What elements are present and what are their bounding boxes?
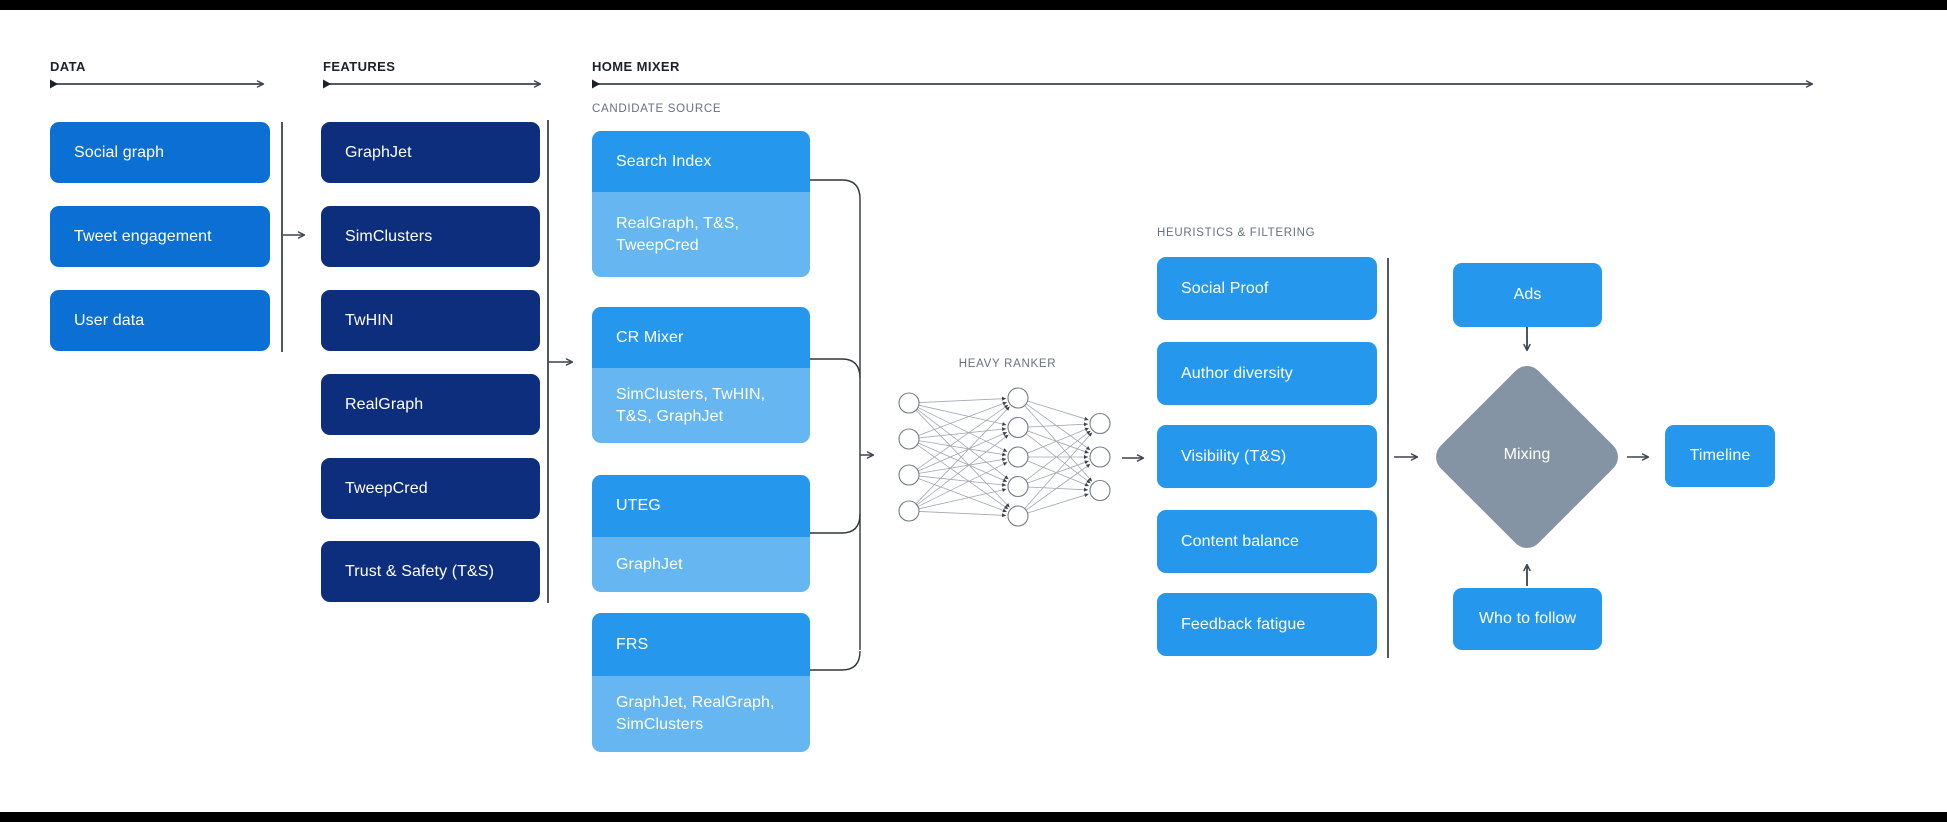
candidate-group-cr-mixer: CR Mixer SimClusters, TwHIN, T&S, GraphJ…: [592, 307, 810, 443]
stub-uteg: [810, 513, 861, 534]
candidate-uteg-sub: GraphJet: [592, 537, 810, 592]
node-social-proof: Social Proof: [1157, 257, 1377, 320]
section-title-features: FEATURES: [323, 59, 396, 74]
bottom-letterbox-bar: [0, 812, 1947, 822]
stub-search-index: [810, 179, 861, 200]
node-timeline: Timeline: [1665, 425, 1775, 487]
node-user-data: User data: [50, 290, 270, 351]
node-content-balance: Content balance: [1157, 510, 1377, 573]
candidate-group-search-index: Search Index RealGraph, T&S, TweepCred: [592, 131, 810, 277]
candidate-search-index: Search Index: [592, 131, 810, 192]
candidate-merge-wires: [810, 179, 861, 671]
stub-frs: [810, 650, 861, 671]
candidate-cr-mixer: CR Mixer: [592, 307, 810, 368]
candidate-frs-sub: GraphJet, RealGraph, SimClusters: [592, 676, 810, 752]
section-title-home-mixer: HOME MIXER: [592, 59, 680, 74]
node-author-diversity: Author diversity: [1157, 342, 1377, 405]
label-heuristics-filtering: HEURISTICS & FILTERING: [1157, 227, 1316, 239]
node-graphjet: GraphJet: [321, 122, 540, 183]
candidate-search-index-sub: RealGraph, T&S, TweepCred: [592, 192, 810, 277]
node-simclusters: SimClusters: [321, 206, 540, 267]
node-tweet-engagement: Tweet engagement: [50, 206, 270, 267]
node-visibility: Visibility (T&S): [1157, 425, 1377, 488]
node-twhin: TwHIN: [321, 290, 540, 351]
node-realgraph: RealGraph: [321, 374, 540, 435]
candidate-uteg: UTEG: [592, 475, 810, 537]
label-candidate-source: CANDIDATE SOURCE: [592, 103, 722, 115]
label-heavy-ranker: HEAVY RANKER: [958, 358, 1057, 370]
node-tweepcred: TweepCred: [321, 458, 540, 519]
node-feedback-fatigue: Feedback fatigue: [1157, 593, 1377, 656]
candidate-frs: FRS: [592, 613, 810, 676]
heavy-ranker-network: [898, 387, 1111, 527]
candidate-cr-mixer-sub: SimClusters, TwHIN, T&S, GraphJet: [592, 368, 810, 443]
mixing-diamond-label: Mixing: [1503, 446, 1551, 463]
node-who-to-follow: Who to follow: [1453, 588, 1602, 650]
node-social-graph: Social graph: [50, 122, 270, 183]
section-title-data: DATA: [50, 59, 86, 74]
candidate-group-frs: FRS GraphJet, RealGraph, SimClusters: [592, 613, 810, 752]
node-trust-safety: Trust & Safety (T&S): [321, 541, 540, 602]
node-ads: Ads: [1453, 263, 1602, 327]
stub-cr-mixer: [810, 358, 861, 379]
candidate-group-uteg: UTEG GraphJet: [592, 475, 810, 592]
top-letterbox-bar: [0, 0, 1947, 10]
